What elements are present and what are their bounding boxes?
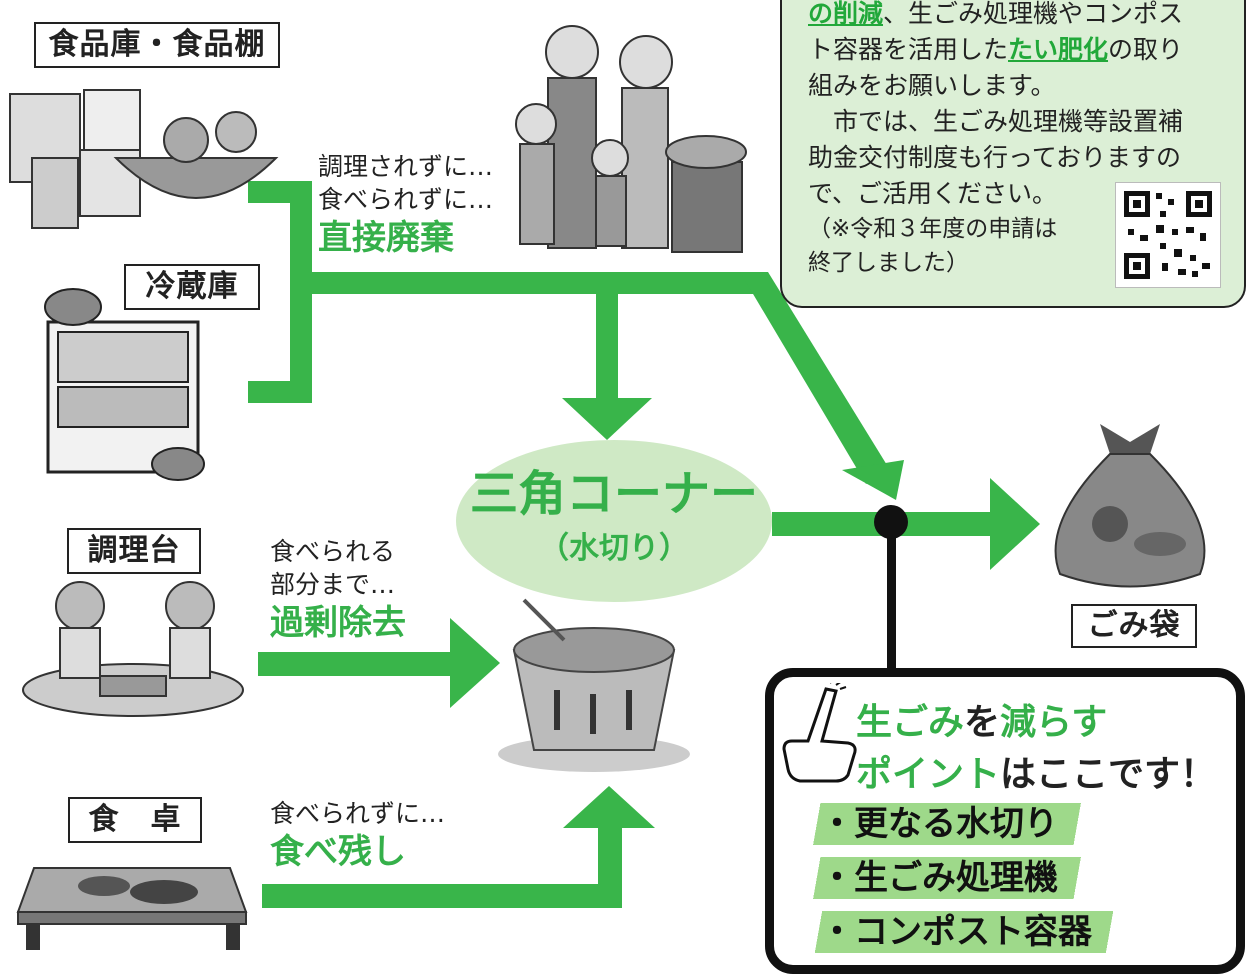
caption-direct-title: 直接廃棄: [318, 218, 454, 258]
caption-direct-line1: 調理されずに…: [318, 152, 494, 181]
corner-title: 三角コーナー: [469, 466, 758, 522]
point-item-compost: ・コンポスト容器: [806, 911, 1122, 953]
qr-code[interactable]: [1115, 182, 1221, 288]
caption-leftovers-title: 食べ残し: [270, 832, 406, 872]
sink-strainer-illustration: [498, 598, 690, 772]
point-item-dewater: ・更なる水切り: [806, 803, 1088, 845]
arrowhead: [842, 460, 904, 500]
caption-leftovers: 食べられずに… 食べ残し: [270, 797, 445, 874]
info-line-2-post: の取り: [1108, 35, 1184, 64]
point-item-processor: ・生ごみ処理機: [806, 857, 1088, 899]
info-line-3: 組みをお願いします。: [808, 71, 1056, 100]
info-highlight-reduction: の削減: [808, 0, 884, 28]
info-box: の削減、生ごみ処理機やコンポス ト容器を活用したたい肥化の取り 組みをお願いしま…: [780, 0, 1246, 308]
caption-excess-line2: 部分まで…: [270, 570, 396, 599]
flow-line: [740, 272, 890, 484]
points-heading-1a: 生ごみ: [856, 702, 965, 743]
flow-line: [596, 284, 618, 404]
label-counter: 調理台: [67, 528, 201, 574]
caption-excess-title: 過剰除去: [270, 603, 406, 643]
info-line-2: ト容器を活用したたい肥化の取り: [808, 32, 1183, 68]
label-pantry: 食品庫・食品棚: [34, 22, 280, 68]
caption-excess-line1: 食べられる: [270, 537, 396, 566]
caption-direct-disposal: 調理されずに… 食べられずに… 直接廃棄: [318, 150, 493, 260]
info-line-2-pre: ト容器を活用した: [808, 35, 1009, 64]
info-line-6: で、ご活用ください。: [808, 179, 1058, 208]
garbage-bag-illustration: [1054, 424, 1206, 588]
reduction-points-box: 生ごみを減らす ポイントはここです！ ・更なる水切り ・生ごみ処理機 ・コンポス…: [765, 668, 1245, 974]
junction-dot: [874, 505, 908, 539]
caption-excess-removal: 食べられる 部分まで… 過剰除去: [270, 535, 406, 645]
corner-subtitle: （水切り）: [539, 531, 689, 566]
info-text: の削減、生ごみ処理機やコンポス ト容器を活用したたい肥化の取り 組みをお願いしま…: [808, 0, 1183, 280]
flow-line: [258, 652, 458, 676]
pantry-food-illustration: [9, 89, 279, 229]
connector-line: [887, 525, 896, 675]
info-highlight-compost: たい肥化: [1008, 35, 1109, 64]
corner-ellipse: [456, 440, 772, 602]
arrowhead: [990, 478, 1040, 570]
fridge-illustration: [44, 288, 205, 481]
points-heading-2a: ポイント: [856, 754, 1001, 795]
info-line-7: （※令和３年度の申請は: [808, 216, 1058, 242]
arrowhead: [450, 618, 500, 708]
info-line-4: 市では、生ごみ処理機等設置補: [808, 107, 1184, 136]
dining-table-illustration: [16, 867, 248, 950]
info-line-1-rest: 、生ごみ処理機やコンポス: [883, 0, 1184, 28]
pointing-hand-icon: [782, 683, 857, 783]
info-line-8: 終了しました）: [808, 250, 969, 276]
qr-code-pattern: [1124, 191, 1212, 279]
flow-line: [290, 272, 760, 294]
family-with-trash-illustration: [515, 25, 747, 253]
points-heading-1c: 減らす: [1000, 702, 1108, 743]
points-heading-2b: はここです！: [1000, 754, 1217, 795]
flow-line: [262, 884, 622, 908]
label-table: 食 卓: [68, 797, 202, 843]
info-line-5: 助金交付制度も行っておりますの: [808, 143, 1182, 172]
label-bag: ごみ袋: [1071, 604, 1197, 648]
cooking-children-illustration: [22, 581, 244, 717]
points-heading-2: ポイントはここです！: [856, 757, 1216, 793]
points-heading-1b: を: [964, 702, 1001, 743]
flow-line: [598, 822, 622, 908]
points-heading-1: 生ごみを減らす: [856, 705, 1107, 741]
caption-direct-line2: 食べられずに…: [318, 185, 494, 214]
arrowhead: [563, 786, 655, 828]
label-fridge: 冷蔵庫: [124, 264, 260, 310]
flow-line: [248, 381, 310, 403]
arrowhead: [562, 398, 652, 440]
caption-leftovers-line1: 食べられずに…: [270, 799, 446, 828]
info-line-1: の削減、生ごみ処理機やコンポス: [808, 0, 1183, 32]
